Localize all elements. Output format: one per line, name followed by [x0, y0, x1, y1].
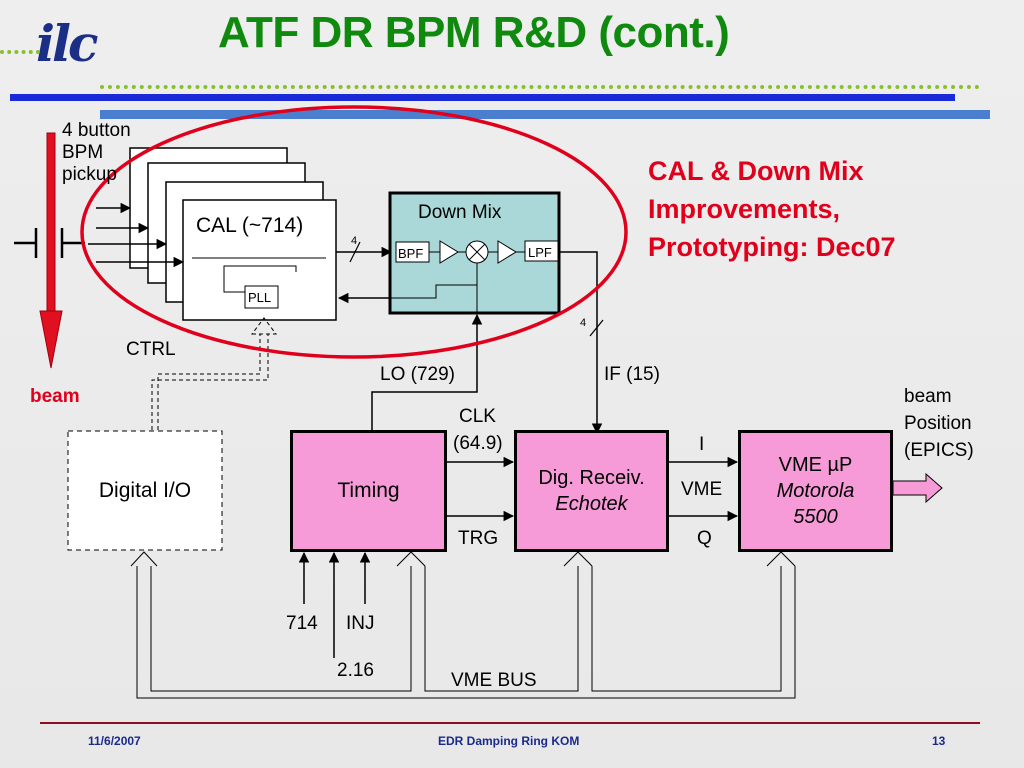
note-line3: Prototyping: Dec07	[648, 232, 896, 262]
bpf-label: BPF	[398, 246, 424, 261]
highlight-ellipse	[80, 105, 628, 359]
footer-center: EDR Damping Ring KOM	[438, 734, 580, 748]
lpf-label: LPF	[528, 245, 552, 260]
vme-label: VME	[681, 479, 723, 500]
slide-title: ATF DR BPM R&D (cont.)	[218, 8, 730, 57]
receiver-label-line1: Dig. Receiv.	[538, 467, 645, 489]
if-line	[559, 251, 603, 435]
downmix-chain	[390, 240, 559, 312]
pll-loop	[223, 265, 297, 293]
clk-label-line2: (64.9)	[453, 433, 503, 454]
pll-label: PLL	[248, 290, 272, 305]
receiver-block: Dig. Receiv. Echotek	[514, 430, 669, 552]
pickup-label-line3: pickup	[62, 164, 117, 185]
beam-position-line2: Position	[904, 413, 972, 434]
header-dots	[100, 85, 980, 89]
cpu-label-line1: VME µP	[778, 454, 853, 476]
q-label: Q	[697, 528, 712, 549]
i-label: I	[699, 434, 705, 455]
pll-box	[244, 285, 279, 309]
input-714-label: 714	[286, 613, 318, 634]
cal-label: CAL (~714)	[196, 214, 304, 237]
timing-inputs	[298, 551, 371, 658]
note-line1: CAL & Down Mix	[648, 156, 864, 186]
if-label: IF (15)	[604, 364, 660, 385]
input-inj-label: INJ	[346, 613, 375, 634]
beam-arrow	[39, 132, 63, 369]
lo-line	[371, 313, 483, 433]
cpu-label-line3: 5500	[793, 506, 838, 528]
pickup-button-symbol	[14, 228, 85, 258]
pickup-label-line2: BPM	[62, 142, 104, 163]
pickup-label-line1: 4 button	[62, 120, 131, 141]
digital-io-label: Digital I/O	[98, 478, 192, 502]
ilc-logo: ilc	[36, 14, 98, 73]
bus-width-1: 4	[351, 235, 358, 247]
footer-rule	[40, 722, 980, 724]
downmix-label: Down Mix	[418, 202, 502, 223]
footer-date: 11/6/2007	[88, 734, 141, 748]
vme-bus-label: VME BUS	[451, 670, 537, 691]
improvement-note: CAL & Down Mix Improvements, Prototyping…	[648, 152, 896, 266]
header-dots-left	[0, 50, 40, 54]
trg-label: TRG	[458, 528, 499, 549]
ctrl-label: CTRL	[126, 339, 176, 360]
header-bar-top	[10, 94, 955, 101]
cpu-label-line2: Motorola	[776, 480, 855, 502]
beam-position-line1: beam	[904, 386, 952, 407]
beam-position-line3: (EPICS)	[904, 440, 974, 461]
cpu-block: VME µP Motorola 5500	[738, 430, 893, 552]
beam-label: beam	[30, 386, 80, 407]
bus-width-2: 4	[580, 317, 587, 329]
lo-label: LO (729)	[380, 364, 455, 385]
digital-io-box	[67, 430, 223, 551]
ctrl-dashed-lines	[151, 317, 277, 430]
input-216-label: 2.16	[337, 660, 374, 681]
clk-label-line1: CLK	[459, 406, 496, 427]
timing-block: Timing	[290, 430, 447, 552]
receiver-label-line2: Echotek	[555, 493, 628, 515]
header-bar-bottom	[100, 110, 990, 119]
footer-page: 13	[932, 734, 946, 748]
epics-output-arrow	[892, 472, 943, 504]
vme-bus	[130, 551, 796, 699]
pickup-inputs	[88, 202, 185, 268]
note-line2: Improvements,	[648, 194, 841, 224]
timing-label: Timing	[337, 479, 400, 502]
